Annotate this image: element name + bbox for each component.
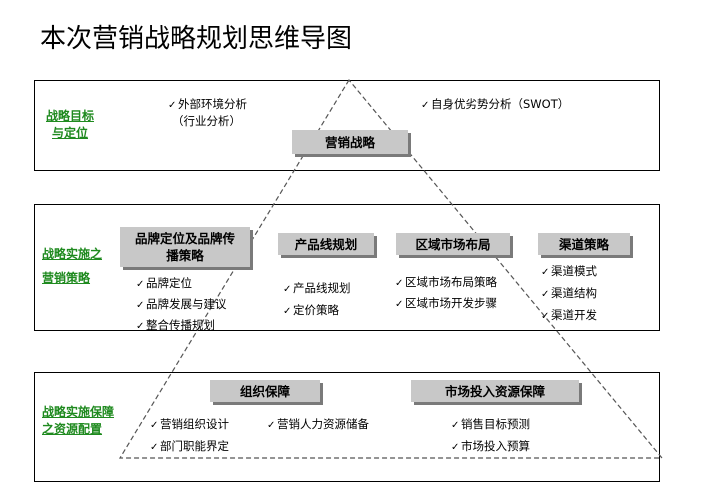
list-item-text: 渠道开发 [551, 308, 597, 322]
check-icon: ✓ [150, 442, 159, 453]
band1-item-industry-analysis: （行业分析） [172, 114, 241, 128]
list-item: ✓市场投入预算 [451, 439, 530, 455]
box-market-investment: 市场投入资源保障 [411, 380, 579, 402]
box-marketing-strategy-label: 营销战略 [324, 134, 375, 150]
box-regional-market-label: 区域市场布局 [415, 236, 491, 252]
check-icon: ✓ [395, 278, 404, 289]
band2-label-line1: 战略实施之 [42, 247, 103, 261]
box-channel-strategy: 渠道策略 [538, 233, 630, 255]
check-icon: ✓ [136, 279, 145, 290]
check-icon: ✓ [283, 306, 292, 317]
list-item: ✓营销组织设计 [150, 417, 229, 433]
list-item: ✓品牌定位 [136, 276, 192, 292]
box-channel-strategy-label: 渠道策略 [558, 236, 609, 252]
check-icon: ✓ [136, 300, 145, 311]
list-item-text: 整合传播规划 [146, 318, 215, 332]
check-icon: ✓ [395, 299, 404, 310]
box-organization-label: 组织保障 [239, 383, 290, 399]
list-item-text: 渠道结构 [551, 286, 597, 300]
page-title: 本次营销战略规划思维导图 [40, 24, 353, 54]
list-item: ✓区域市场布局策略 [395, 275, 497, 291]
band3-label-line1: 战略实施保障 [42, 405, 115, 419]
list-item-text: 渠道模式 [551, 264, 597, 278]
box-market-investment-label: 市场投入资源保障 [444, 383, 545, 399]
band1-item-right: 自身优劣势分析（SWOT） [431, 97, 570, 111]
list-item: ✓渠道结构 [541, 286, 597, 302]
band2-label: 战略实施之 营销策略 [42, 242, 102, 290]
band1-label-line1: 战略目标 [46, 109, 95, 123]
check-icon: ✓ [168, 100, 177, 111]
list-item-text: 产品线规划 [293, 281, 351, 295]
band2-label-line2: 营销策略 [42, 271, 91, 285]
band1-label: 战略目标 与定位 [46, 108, 94, 142]
band1-label-line2: 与定位 [52, 126, 89, 140]
check-icon: ✓ [136, 321, 145, 332]
check-icon: ✓ [541, 311, 550, 322]
list-item-text: 营销人力资源储备 [277, 417, 369, 431]
box-organization: 组织保障 [210, 380, 320, 402]
check-icon: ✓ [451, 420, 460, 431]
check-icon: ✓ [283, 284, 292, 295]
box-product-line: 产品线规划 [278, 233, 374, 255]
band1-item-swot: ✓自身优劣势分析（SWOT） [421, 97, 569, 113]
check-icon: ✓ [421, 100, 430, 111]
band3-label-line2: 之资源配置 [42, 422, 103, 436]
list-item: ✓营销人力资源储备 [267, 417, 369, 433]
box-marketing-strategy: 营销战略 [292, 130, 408, 154]
box-brand-strategy-line1: 品牌定位及品牌传 [134, 231, 235, 246]
list-item: ✓部门职能界定 [150, 439, 229, 455]
band1-item-left-line1: 外部环境分析 [178, 97, 247, 111]
list-item-text: 市场投入预算 [461, 439, 530, 453]
check-icon: ✓ [451, 442, 460, 453]
list-item-text: 定价策略 [293, 303, 339, 317]
list-item-text: 品牌定位 [146, 276, 192, 290]
band-strategic-goal [34, 80, 660, 171]
list-item: ✓区域市场开发步骤 [395, 296, 497, 312]
list-item-text: 区域市场布局策略 [405, 275, 497, 289]
list-item: ✓定价策略 [283, 303, 339, 319]
check-icon: ✓ [150, 420, 159, 431]
list-item: ✓销售目标预测 [451, 417, 530, 433]
list-item: ✓产品线规划 [283, 281, 351, 297]
box-brand-strategy: 品牌定位及品牌传 播策略 [120, 227, 250, 267]
box-brand-strategy-line2: 播策略 [166, 248, 204, 263]
list-item: ✓品牌发展与建议 [136, 297, 227, 313]
list-item: ✓渠道开发 [541, 308, 597, 324]
list-item-text: 区域市场开发步骤 [405, 296, 497, 310]
box-regional-market: 区域市场布局 [396, 233, 510, 255]
box-product-line-label: 产品线规划 [294, 236, 358, 252]
list-item-text: 部门职能界定 [160, 439, 229, 453]
check-icon: ✓ [267, 420, 276, 431]
list-item: ✓渠道模式 [541, 264, 597, 280]
check-icon: ✓ [541, 267, 550, 278]
list-item-text: 品牌发展与建议 [146, 297, 227, 311]
band3-label: 战略实施保障 之资源配置 [42, 404, 114, 438]
list-item-text: 销售目标预测 [461, 417, 530, 431]
check-icon: ✓ [541, 289, 550, 300]
list-item: ✓整合传播规划 [136, 318, 215, 334]
band1-item-external-analysis: ✓外部环境分析 [168, 97, 247, 113]
list-item-text: 营销组织设计 [160, 417, 229, 431]
